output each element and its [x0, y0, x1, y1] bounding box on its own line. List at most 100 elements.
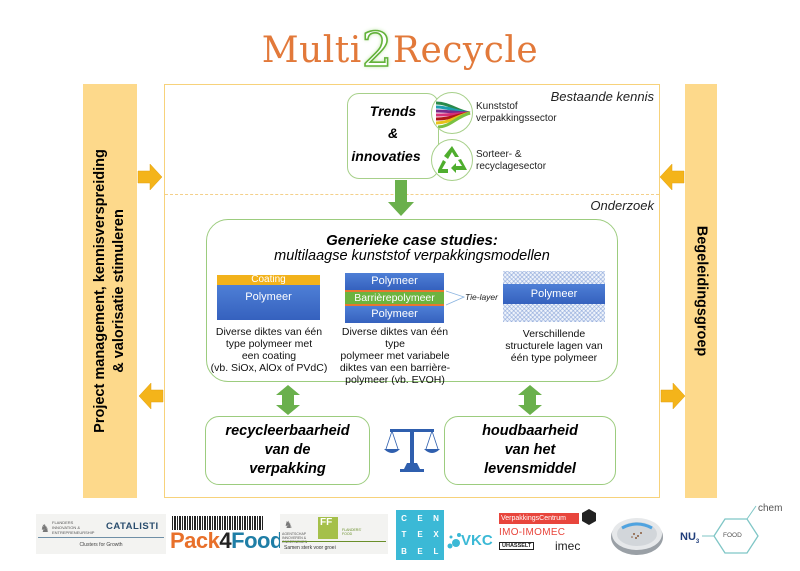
title-multi: Multi [261, 30, 362, 71]
colorful-ribbons-icon [431, 92, 473, 134]
sorteer-line2: recyclagesector [476, 161, 547, 172]
trends-ampersand: & [387, 125, 399, 141]
benzene-ring-icon [702, 505, 759, 554]
molecule-icon [447, 533, 461, 549]
arrow-right-icon [137, 163, 163, 191]
nu3-food: FOOD [723, 532, 742, 539]
tie-layer-label: Tie-layer [465, 292, 498, 302]
arrow-left-icon [138, 382, 164, 410]
title-recycle: Recycle [392, 30, 539, 71]
project-management-bar: Project management, kennisverspreiding &… [83, 84, 137, 498]
double-arrow-icon [276, 385, 300, 415]
centexbel-letter: E [417, 547, 423, 557]
uhasselt-name: UHASSELT [499, 542, 535, 550]
section-divider [165, 194, 659, 195]
main-frame [164, 84, 660, 498]
barcode-icon [172, 516, 264, 530]
model-1-description: Diverse diktes van één type polymeer met… [205, 326, 333, 374]
barrier-polymer-layer: Barrièrepolymeer [345, 292, 444, 304]
catalisti-org1: FLANDERS [52, 520, 74, 525]
desc-line: (vb. SiOx, AlOx of PVdC) [210, 362, 328, 374]
vlaio-tagline: Samen sterk voor groei [284, 545, 336, 551]
verpakkingscentrum-logo: VerpakkingsCentrum IMO-IMOMEC UHASSELT i… [499, 509, 599, 558]
trends-label: Trends [369, 103, 417, 119]
desc-line: diktes van een barrière- [339, 362, 451, 374]
polymer-layer: Polymeer [503, 284, 605, 304]
petri-dish-icon [611, 518, 663, 555]
balance-scale-icon [384, 429, 440, 472]
structural-layer-top [503, 271, 605, 284]
case-studies-box [206, 219, 618, 382]
ff-sub1: FLANDERS' [342, 528, 362, 532]
result-line: van de [264, 442, 311, 458]
kunststof-line1: Kunststof [476, 101, 518, 112]
page-title: Multi2Recycle [0, 18, 800, 79]
structural-layer-bottom [503, 304, 605, 322]
desc-line: type polymeer met [225, 338, 313, 350]
result-line: verpakking [249, 461, 326, 477]
arrow-right-icon [660, 382, 686, 410]
centexbel-letter: T [401, 530, 407, 540]
model-3-description: Verschillende structurele lagen van één … [493, 328, 615, 364]
pack4food-pack: Pack [170, 528, 220, 553]
catalisti-name: CATALISTI [106, 521, 159, 532]
flanders-lion-icon: ♞ [40, 523, 50, 535]
desc-line: structurele lagen van [505, 340, 603, 352]
vlaio-l2: INNOVEREN & [282, 536, 307, 540]
verpakkingscentrum-name: VerpakkingsCentrum [499, 513, 579, 524]
case-studies-title: Generieke case studies: [326, 232, 498, 249]
nu3-chem: chem [758, 503, 783, 514]
kunststof-verpakkingssector-label: Kunststof verpakkingssector [476, 101, 557, 125]
case-studies-subtitle: multilaagse kunststof verpakkingsmodelle… [274, 248, 550, 264]
tie-layer-pointer [445, 290, 466, 306]
centexbel-letter: E [417, 530, 423, 540]
vlaio-l3: ONDERNEMEN [282, 540, 308, 544]
section-label-bestaande-kennis: Bestaande kennis [550, 89, 654, 104]
catalisti-org3: ENTREPRENEURSHIP [52, 530, 95, 535]
pack4food-4: 4 [219, 528, 232, 553]
polymer-layer: Polymeer [217, 285, 320, 320]
begeleidingsgroep-bar: Begeleidingsgroep [685, 84, 717, 498]
catalisti-logo: ♞ FLANDERS INNOVATION & ENTREPRENEURSHIP… [36, 514, 166, 554]
ff-sub2: FOOD [342, 532, 353, 536]
catalisti-tagline: Clusters for Growth [79, 542, 123, 548]
houdbaarheid-box: houdbaarheid van het levensmiddel [444, 416, 616, 485]
sorteer-line1: Sorteer- & [476, 149, 522, 160]
flanders-food-logo: ♞ AGENTSCHAP INNOVEREN & ONDERNEMEN FF F… [280, 514, 388, 554]
pack4food-logo: Pack4Food [170, 516, 283, 556]
result-line: van het [504, 442, 556, 458]
result-line: houdbaarheid [482, 423, 578, 439]
desc-line: Diverse diktes van één type [341, 326, 449, 350]
centexbel-letter: B [401, 547, 407, 557]
flanders-food-ff: FF [318, 517, 338, 539]
desc-line: een coating [241, 350, 297, 362]
desc-line: Verschillende [522, 328, 586, 340]
flanders-lion-icon: ♞ [284, 520, 293, 531]
imec-name: imec [555, 539, 581, 553]
trends-box [347, 93, 439, 179]
arrow-down-icon [388, 180, 414, 216]
polymer-layer-bottom: Polymeer [345, 306, 444, 323]
centexbel-letter: L [433, 547, 439, 557]
vkc-logo: VKC [446, 530, 493, 552]
result-line: levensmiddel [484, 461, 576, 477]
coating-layer: Coating [217, 275, 320, 285]
sorteer-recyclagesector-label: Sorteer- & recyclagesector [476, 149, 546, 173]
nu3-nu: NU [680, 531, 696, 543]
catalisti-org2: INNOVATION & [52, 525, 81, 530]
recycleerbaarheid-box: recycleerbaarheid van de verpakking [205, 416, 370, 485]
double-arrow-icon [518, 385, 542, 415]
arrow-left-icon [659, 163, 685, 191]
desc-line: Diverse diktes van één [215, 326, 323, 338]
tie-layer [345, 304, 444, 306]
centexbel-letter: C [401, 513, 407, 523]
nu3-sub: 3 [695, 539, 700, 546]
model-2-description: Diverse diktes van één type polymeer met… [335, 326, 455, 386]
centexbel-letter: X [433, 530, 439, 540]
recycle-icon [431, 139, 473, 181]
vlaio-l1: AGENTSCHAP [282, 532, 307, 536]
desc-line: polymeer (vb. EVOH) [345, 374, 445, 386]
cube-icon [582, 509, 596, 525]
